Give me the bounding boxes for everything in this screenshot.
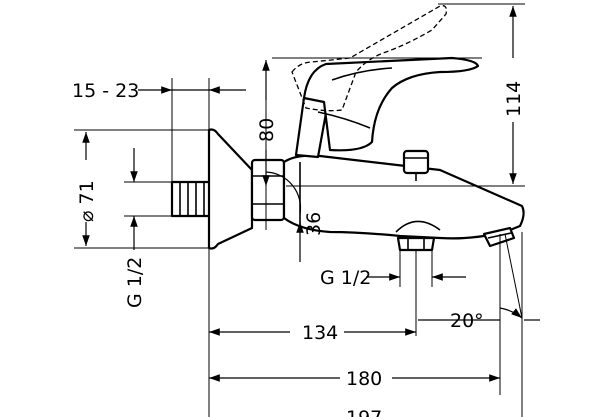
wall-flange — [207, 128, 254, 250]
dimension-20-degree: 20° — [418, 307, 540, 332]
diverter-knob — [396, 236, 436, 252]
label-134: 134 — [302, 322, 338, 344]
dimension-g12-vertical: G 1/2 — [124, 148, 146, 308]
diverter-button — [402, 149, 430, 175]
label-114: 114 — [503, 81, 525, 117]
dimension-80: 80 — [256, 60, 278, 186]
label-15-23: 15 - 23 — [72, 80, 139, 102]
dimension-g12-horizontal: G 1/2 — [320, 267, 466, 289]
label-71: ⌀ 71 — [76, 180, 98, 222]
hex-nut — [250, 158, 286, 222]
spout-aerator — [482, 226, 516, 248]
faucet-body — [170, 5, 525, 252]
cartridge-housing — [294, 96, 330, 159]
dimension-15-23: 15 - 23 — [72, 80, 246, 102]
label-36: 36 — [303, 212, 325, 236]
label-g12-vertical: G 1/2 — [124, 257, 146, 308]
dimension-180: 180 — [209, 368, 500, 390]
label-180: 180 — [346, 368, 382, 390]
lever-handle — [302, 56, 480, 152]
label-20-degree: 20° — [450, 310, 484, 332]
dimension-114: 114 — [503, 5, 525, 184]
label-197: 197 — [346, 407, 382, 417]
lever-raised-position — [291, 5, 448, 112]
dimension-134: 134 — [209, 322, 416, 344]
label-g12-horizontal: G 1/2 — [320, 267, 371, 289]
label-80: 80 — [256, 118, 278, 142]
dimension-36: 36 — [265, 171, 325, 262]
mixer-body — [282, 154, 525, 240]
dimension-197: 197 — [346, 407, 382, 417]
dimension-71: ⌀ 71 — [76, 132, 98, 246]
